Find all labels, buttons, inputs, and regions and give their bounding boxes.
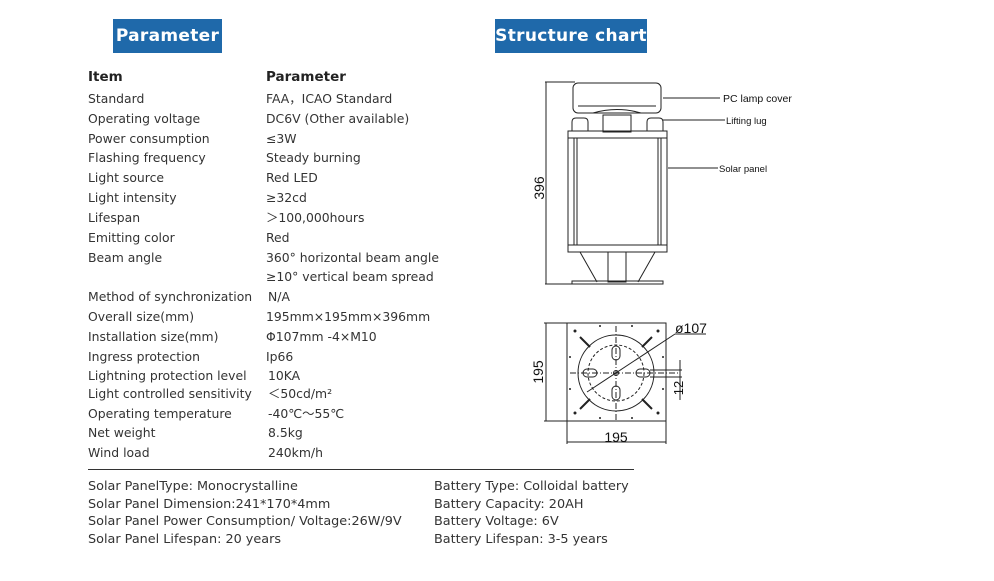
parameter-section-title: Parameter xyxy=(113,19,222,53)
row-item-label: Emitting color xyxy=(88,230,175,245)
row-item-label: Light controlled sensitivity xyxy=(88,386,252,401)
row-parameter-value: ≥10° vertical beam spread xyxy=(266,269,434,284)
row-parameter-value: 8.5kg xyxy=(268,425,303,440)
row-item-label: Method of synchronization xyxy=(88,289,253,304)
row-parameter-value: Red xyxy=(266,230,290,245)
top-view: 195 195 ø107 12 xyxy=(530,320,707,445)
row-item-label: Net weight xyxy=(88,425,156,440)
row-parameter-value: 240km/h xyxy=(268,445,323,460)
row-item-label: Light source xyxy=(88,170,165,185)
row-item-label: Overall size(mm) xyxy=(88,309,195,324)
row-parameter-value: Φ107mm -4×M10 xyxy=(266,329,377,344)
structure-diagram: 396 PC lamp cover Lifting lug Solar pane… xyxy=(530,81,792,445)
row-parameter-value: DC6V (Other available) xyxy=(266,111,410,126)
structure-chart-section-title: Structure chart xyxy=(495,19,647,53)
row-parameter-value: FAA，ICAO Standard xyxy=(266,91,393,106)
row-item-label: Standard xyxy=(88,91,145,106)
diameter-dimension: ø107 xyxy=(675,320,707,336)
row-item-label: Installation size(mm) xyxy=(88,329,219,344)
label-solar-panel: Solar panel xyxy=(719,164,767,175)
solar-spec: Solar PanelType: Monocrystalline xyxy=(88,479,298,494)
battery-spec: Battery Voltage: 6V xyxy=(434,514,559,529)
row-item-label: Beam angle xyxy=(88,250,163,265)
solar-spec: Solar Panel Dimension:241*170*4mm xyxy=(88,497,331,512)
row-item-label: Lightning protection level xyxy=(88,368,247,383)
row-item-label: Wind load xyxy=(88,445,150,460)
width-dimension: 195 xyxy=(604,429,628,445)
side-view: 396 PC lamp cover Lifting lug Solar pane… xyxy=(531,81,792,285)
divider xyxy=(88,469,634,470)
row-parameter-value: Ip66 xyxy=(266,349,294,364)
row-item-label: Lifespan xyxy=(88,210,141,225)
lamp-cover xyxy=(572,82,662,114)
slot-dimension: 12 xyxy=(671,381,686,395)
row-parameter-value: ＞100,000hours xyxy=(266,210,365,225)
row-parameter-value: ≤3W xyxy=(266,131,297,146)
lifting-lug-left xyxy=(571,117,589,131)
lifting-lug-right xyxy=(646,117,664,131)
base-plate xyxy=(566,322,667,422)
row-parameter-value: 10KA xyxy=(268,368,301,383)
label-lifting-lug: Lifting lug xyxy=(726,116,767,127)
row-parameter-value: -40℃～55℃ xyxy=(268,406,345,421)
battery-spec: Battery Lifespan: 3-5 years xyxy=(434,532,608,547)
battery-spec: Battery Capacity: 20AH xyxy=(434,497,584,512)
row-item-label: Operating voltage xyxy=(88,111,201,126)
solar-panel xyxy=(567,130,668,253)
row-parameter-value: N/A xyxy=(268,289,290,304)
label-pc-lamp-cover: PC lamp cover xyxy=(723,93,792,105)
table-header-item: Item xyxy=(88,69,123,85)
row-item-label: Power consumption xyxy=(88,131,210,146)
depth-dimension: 195 xyxy=(530,360,546,384)
row-item-label: Operating temperature xyxy=(88,406,232,421)
row-parameter-value: ≥32cd xyxy=(266,190,307,205)
row-parameter-value: 360° horizontal beam angle xyxy=(266,250,439,265)
row-parameter-value: ＜50cd/m² xyxy=(268,386,333,401)
solar-spec: Solar Panel Lifespan: 20 years xyxy=(88,532,282,547)
row-parameter-value: 195mm×195mm×396mm xyxy=(266,309,431,324)
table-header-parameter: Parameter xyxy=(266,69,346,85)
row-parameter-value: Red LED xyxy=(266,170,318,185)
solar-spec: Solar Panel Power Consumption/ Voltage:2… xyxy=(88,514,402,529)
battery-spec: Battery Type: Colloidal battery xyxy=(434,479,629,494)
row-item-label: Light intensity xyxy=(88,190,177,205)
row-parameter-value: Steady burning xyxy=(266,150,361,165)
row-item-label: Flashing frequency xyxy=(88,150,206,165)
row-item-label: Ingress protection xyxy=(88,349,200,364)
height-dimension: 396 xyxy=(531,176,547,200)
